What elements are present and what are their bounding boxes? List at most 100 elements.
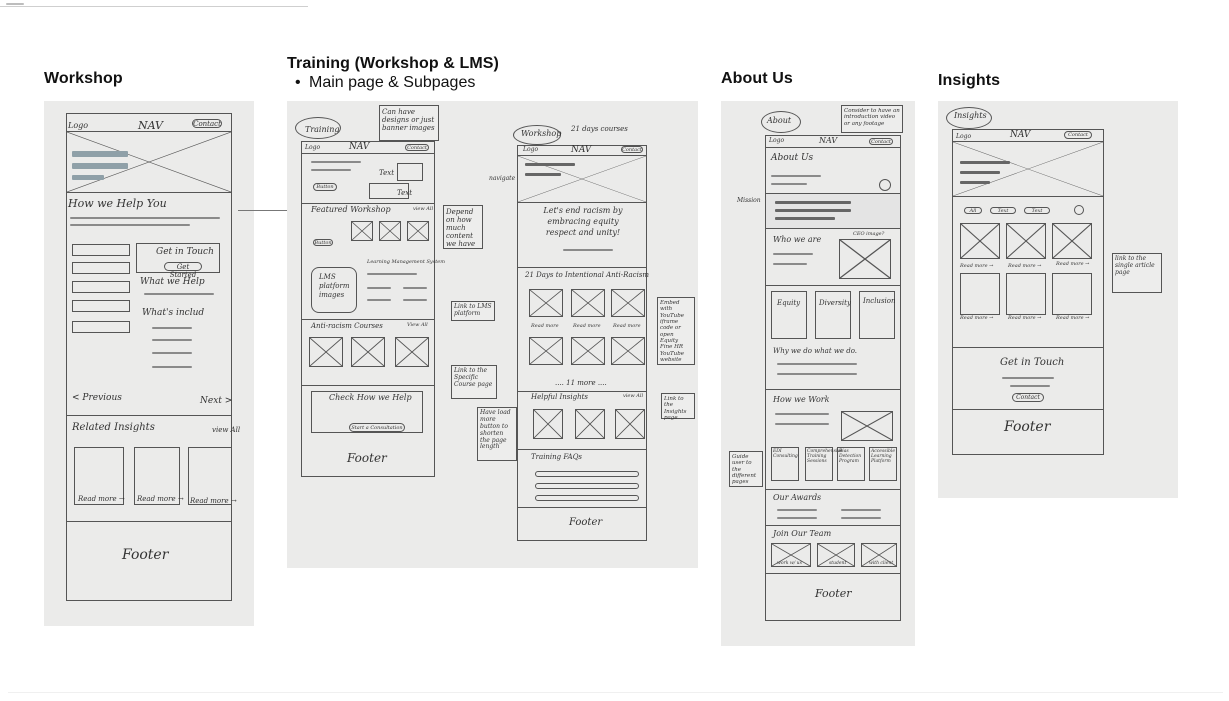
tr-divider — [517, 507, 647, 508]
wf-contact-button: Contact — [192, 119, 222, 128]
tr-right-page-frame — [517, 145, 647, 541]
in-read-more: Read more → — [960, 315, 994, 321]
wf-view-all: view All — [212, 426, 241, 434]
workshop-page-frame — [66, 113, 232, 601]
tr-more: .... 11 more .... — [555, 379, 607, 387]
tr-workshop-circle — [513, 125, 561, 145]
tr-divider — [517, 449, 647, 450]
wf-text-line — [70, 217, 220, 219]
wf-hero-banner — [66, 131, 232, 193]
tr-nav2: NAV — [571, 145, 592, 155]
in-article-card — [1006, 223, 1046, 259]
connector-arrow — [238, 210, 302, 211]
tr-insight-card — [533, 409, 563, 439]
in-insights-tag: Insights — [954, 111, 987, 120]
ab-page-frame — [765, 135, 901, 621]
tr-text: Text — [379, 169, 395, 177]
tr-read-more: Read more — [531, 323, 559, 329]
tr-workshop-arrow: 21 days courses — [571, 125, 628, 133]
ab-bias: Bias Detection Program — [839, 449, 862, 464]
ab-our-awards: Our Awards — [773, 493, 822, 502]
ab-student: student — [829, 561, 847, 566]
about-wireframe-image[interactable]: About Consider to have an introduction v… — [721, 101, 915, 646]
tr-contact: Contact — [405, 144, 429, 151]
ab-contact: Contact — [869, 138, 893, 145]
wf-related-insights: Related Insights — [72, 422, 155, 433]
wf-how-we-help: How we Help You — [68, 197, 167, 210]
tr-button: Button — [313, 183, 337, 191]
tr-image — [369, 183, 409, 199]
tr-lms-title: Learning Management System — [367, 259, 445, 265]
tr-link-lms: Link to LMS platform — [451, 301, 495, 321]
tr-line — [367, 299, 391, 301]
ab-line — [775, 217, 835, 220]
in-read-more: Read more → — [1008, 315, 1042, 321]
wf-next: Next > — [200, 396, 233, 406]
training-wireframe-image[interactable]: Training Can have designs or just banner… — [287, 101, 698, 568]
tr-faq-item — [535, 483, 639, 489]
insights-wireframe-image[interactable]: Insights Logo NAV Contact All Text Text … — [938, 101, 1178, 498]
tr-divider — [301, 153, 435, 154]
in-read-more: Read more → — [1056, 261, 1090, 267]
insights-section-title: Insights — [938, 72, 1001, 89]
in-tag-circle — [946, 107, 992, 129]
ab-service-card — [869, 447, 897, 481]
wf-read-more: Read more → — [190, 497, 237, 505]
tr-video — [611, 337, 645, 365]
in-line — [1002, 377, 1054, 379]
ab-about-tag: About — [767, 116, 792, 125]
ab-divider — [765, 573, 901, 574]
in-line — [960, 161, 1010, 164]
in-read-more: Read more → — [1056, 315, 1090, 321]
in-contact: Contact — [1064, 131, 1092, 139]
in-line — [960, 181, 990, 184]
wf-text-line — [144, 293, 214, 295]
ab-line — [777, 373, 857, 375]
ab-who-we-are: Who we are — [773, 235, 822, 244]
wf-insight-card — [74, 447, 124, 505]
tr-logo2: Logo — [523, 146, 539, 153]
workshop-wireframe-image[interactable]: Logo NAV Contact How we Help You Get in … — [44, 101, 254, 626]
ab-line — [775, 209, 851, 212]
tr-card-image — [407, 221, 429, 241]
tr-video — [529, 337, 563, 365]
tr-training-faqs: Training FAQs — [531, 453, 583, 461]
tr-line — [367, 287, 391, 289]
ab-logo: Logo — [769, 137, 785, 144]
in-page-frame — [952, 129, 1104, 455]
tr-helpful-insights: Helpful Insights — [531, 393, 589, 401]
wf-accordion — [72, 262, 130, 274]
tr-nav: NAV — [349, 142, 370, 152]
tr-faq-item — [535, 471, 639, 477]
wf-accordion — [72, 244, 130, 256]
ab-line — [777, 517, 817, 519]
wf-get-started: Get Started — [164, 262, 202, 279]
tr-navigate: navigate — [489, 175, 516, 182]
tr-read-more: Read more — [573, 323, 601, 329]
in-article-card — [960, 223, 1000, 259]
wf-text-line — [70, 224, 190, 226]
ab-line — [773, 253, 813, 255]
ab-service-card — [805, 447, 833, 481]
in-article-card — [960, 273, 1000, 315]
tr-line — [311, 169, 351, 171]
tr-insight-card — [575, 409, 605, 439]
in-hero — [952, 141, 1104, 197]
in-filter-text2: Text — [1024, 207, 1050, 214]
wf-hero-line — [72, 163, 128, 169]
ab-join-team: Join Our Team — [773, 529, 832, 538]
tr-depend-note: Depend on how much content we have — [443, 205, 483, 249]
ab-ceo-photo — [839, 239, 891, 279]
ab-how-we-work: How we Work — [773, 395, 830, 404]
tr-link-course: Link to the Specific Course page — [451, 365, 497, 399]
ab-line — [773, 263, 807, 265]
tr-video — [611, 289, 645, 317]
tr-days21: 21 Days to Intentional Anti-Racism — [525, 271, 650, 279]
tr-banner-note: Can have designs or just banner images — [379, 105, 439, 141]
tr-line — [525, 163, 575, 166]
wf-whats-included: What's includ — [142, 308, 205, 318]
wf-accordion — [72, 300, 130, 312]
tr-left-page-frame — [301, 141, 435, 477]
ab-guide-note: Guide user to the different pages — [729, 451, 763, 487]
training-section-bullet: Main page & Subpages — [295, 74, 475, 92]
